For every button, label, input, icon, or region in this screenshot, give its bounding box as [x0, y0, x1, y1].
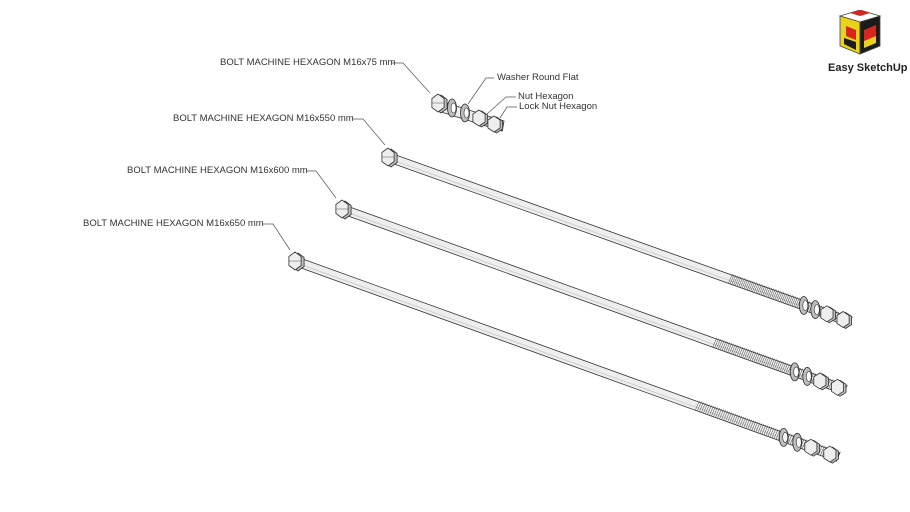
bolt-550	[381, 147, 853, 329]
bolt-head	[381, 147, 398, 168]
easy-sketchup-logo-icon	[838, 10, 882, 55]
bolt-75-assembly	[431, 93, 505, 134]
leader-line	[352, 118, 386, 146]
label-lock-nut: Lock Nut Hexagon	[519, 101, 598, 112]
lock-nut-hexagon	[831, 378, 847, 397]
lock-nut-hexagon	[823, 445, 839, 464]
washer	[447, 98, 457, 118]
leader-line	[306, 170, 337, 199]
lock-nut-hexagon	[487, 115, 504, 134]
bolt-650	[288, 251, 841, 464]
leader-line	[392, 62, 431, 94]
logo-text: Easy SketchUp	[828, 62, 908, 74]
nut-hexagon	[820, 305, 836, 324]
label-bolt-75: BOLT MACHINE HEXAGON M16x75 mm	[220, 57, 396, 68]
lock-nut-hexagon	[836, 311, 852, 329]
nut-hexagon	[804, 438, 820, 457]
washer	[810, 300, 821, 320]
washer	[460, 103, 470, 123]
washer	[798, 296, 809, 315]
bolt-head	[431, 93, 448, 114]
label-bolt-650: BOLT MACHINE HEXAGON M16x650 mm	[83, 218, 264, 229]
leader-lines	[263, 62, 517, 251]
bolt-head	[335, 199, 352, 220]
parts-group	[288, 93, 853, 464]
bolt-shank	[385, 152, 853, 327]
leader-line	[263, 223, 291, 251]
washer	[802, 367, 813, 386]
leader-line	[486, 96, 516, 115]
label-washer: Washer Round Flat	[497, 72, 579, 83]
nut-hexagon	[472, 109, 489, 128]
label-bolt-600: BOLT MACHINE HEXAGON M16x600 mm	[127, 165, 308, 176]
washer	[778, 427, 789, 447]
nut-hexagon	[813, 372, 829, 391]
bolt-head	[288, 251, 305, 272]
bolt-600	[335, 199, 848, 397]
leader-line	[499, 106, 517, 119]
label-nut: Nut Hexagon	[518, 91, 574, 102]
washer	[792, 432, 803, 452]
washer	[789, 362, 800, 382]
leader-line	[467, 77, 494, 105]
label-bolt-550: BOLT MACHINE HEXAGON M16x550 mm	[173, 113, 354, 124]
